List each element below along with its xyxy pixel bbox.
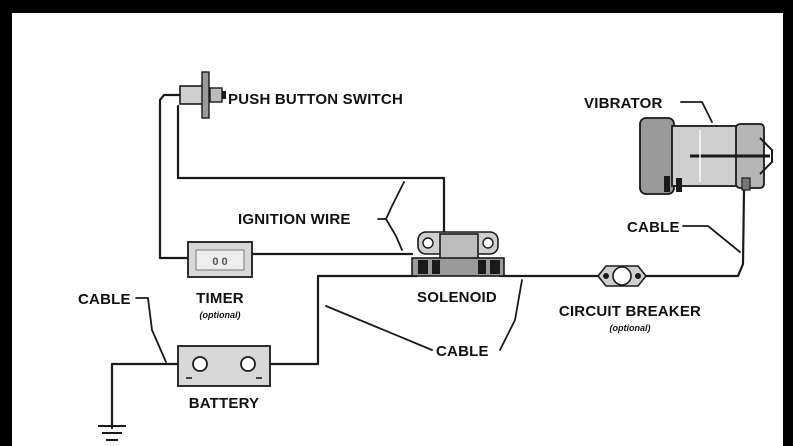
cable-bottom-leader-left [325, 305, 433, 351]
cable-top-right-label: CABLE [627, 219, 680, 236]
ignition-wire-brace [377, 181, 405, 251]
battery-label: BATTERY [189, 395, 260, 412]
cable-bottom-label: CABLE [436, 343, 489, 360]
timer-note: (optional) [200, 310, 241, 320]
cable-left-label: CABLE [78, 291, 131, 308]
ignition-wire-label: IGNITION WIRE [238, 211, 351, 228]
timer-icon [187, 241, 253, 278]
diagram-panel [12, 13, 783, 446]
vibrator-icon [639, 117, 773, 195]
solenoid-label: SOLENOID [417, 289, 497, 306]
switch-to-timer-wire [158, 93, 190, 260]
timer-face-text: 0 0 [212, 256, 227, 268]
solenoid-icon [411, 231, 505, 277]
vibrator-leader-line [680, 101, 713, 123]
cable-bottom-leader-right [499, 279, 523, 351]
breaker-to-vibrator-cable [644, 188, 746, 278]
push-button-switch-icon [179, 71, 226, 119]
cable-top-right-leader [682, 225, 741, 253]
ground-icon [98, 425, 126, 441]
switch-to-solenoid-wire [176, 104, 446, 238]
timer-label: TIMER [196, 290, 244, 307]
push-button-switch-label: PUSH BUTTON SWITCH [228, 91, 403, 108]
cable-left-leader [135, 297, 167, 363]
circuit-breaker-label: CIRCUIT BREAKER [559, 303, 701, 320]
circuit-breaker-note: (optional) [610, 323, 651, 333]
battery-icon [177, 345, 271, 387]
circuit-breaker-icon [596, 265, 648, 287]
vibrator-label: VIBRATOR [584, 95, 663, 112]
battery-ground-cable [110, 362, 180, 430]
